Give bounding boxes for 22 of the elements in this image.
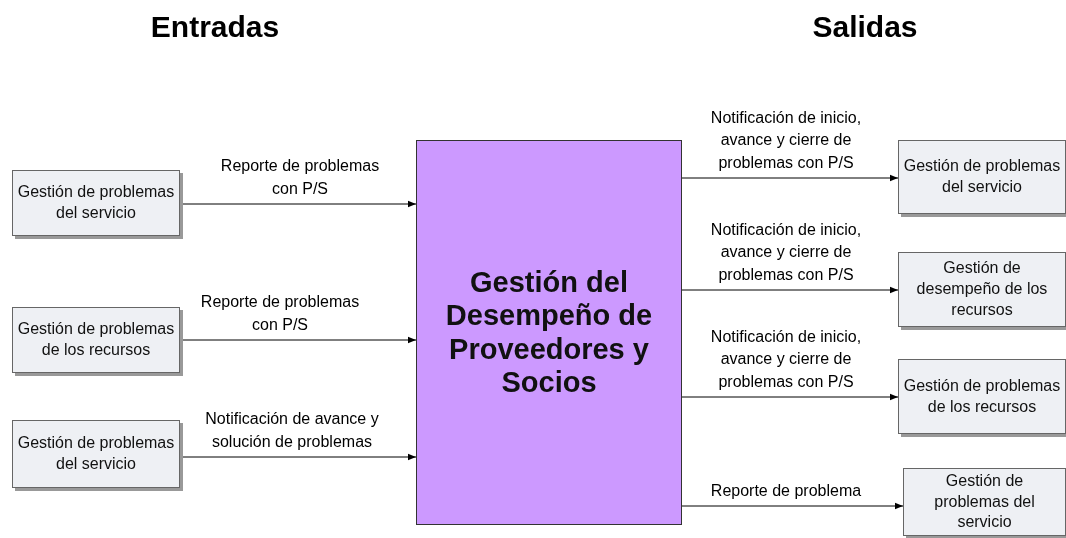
arrow: [681, 286, 899, 294]
box-label: Gestión de problemas de los recursos: [17, 319, 175, 360]
system-box: [12, 420, 180, 488]
system-box: [898, 140, 1066, 214]
arrow: [681, 393, 899, 401]
process-title: Gestión del Desempeño de Proveedores y Socios: [444, 265, 654, 400]
column-heading: Salidas: [812, 12, 918, 42]
process-box: [416, 140, 682, 525]
box-label: Gestión de problemas del servicio: [17, 433, 175, 474]
column-heading: Entradas: [150, 12, 280, 42]
system-box: [898, 359, 1066, 434]
arrow: [681, 174, 899, 182]
box-label: Gestión de problemas del servicio: [17, 182, 175, 223]
box-label: Gestión de problemas de los recursos: [903, 375, 1061, 417]
system-box: [903, 468, 1066, 536]
system-box: [898, 252, 1066, 327]
box-label: Gestión de problemas del servicio: [903, 156, 1061, 197]
box-label: Gestión de desempeño de los recursos: [915, 258, 1049, 320]
box-label: Gestión de problemas del servicio: [933, 470, 1036, 533]
arrow: [681, 502, 904, 510]
system-box: [12, 170, 180, 236]
system-box: [12, 307, 180, 373]
